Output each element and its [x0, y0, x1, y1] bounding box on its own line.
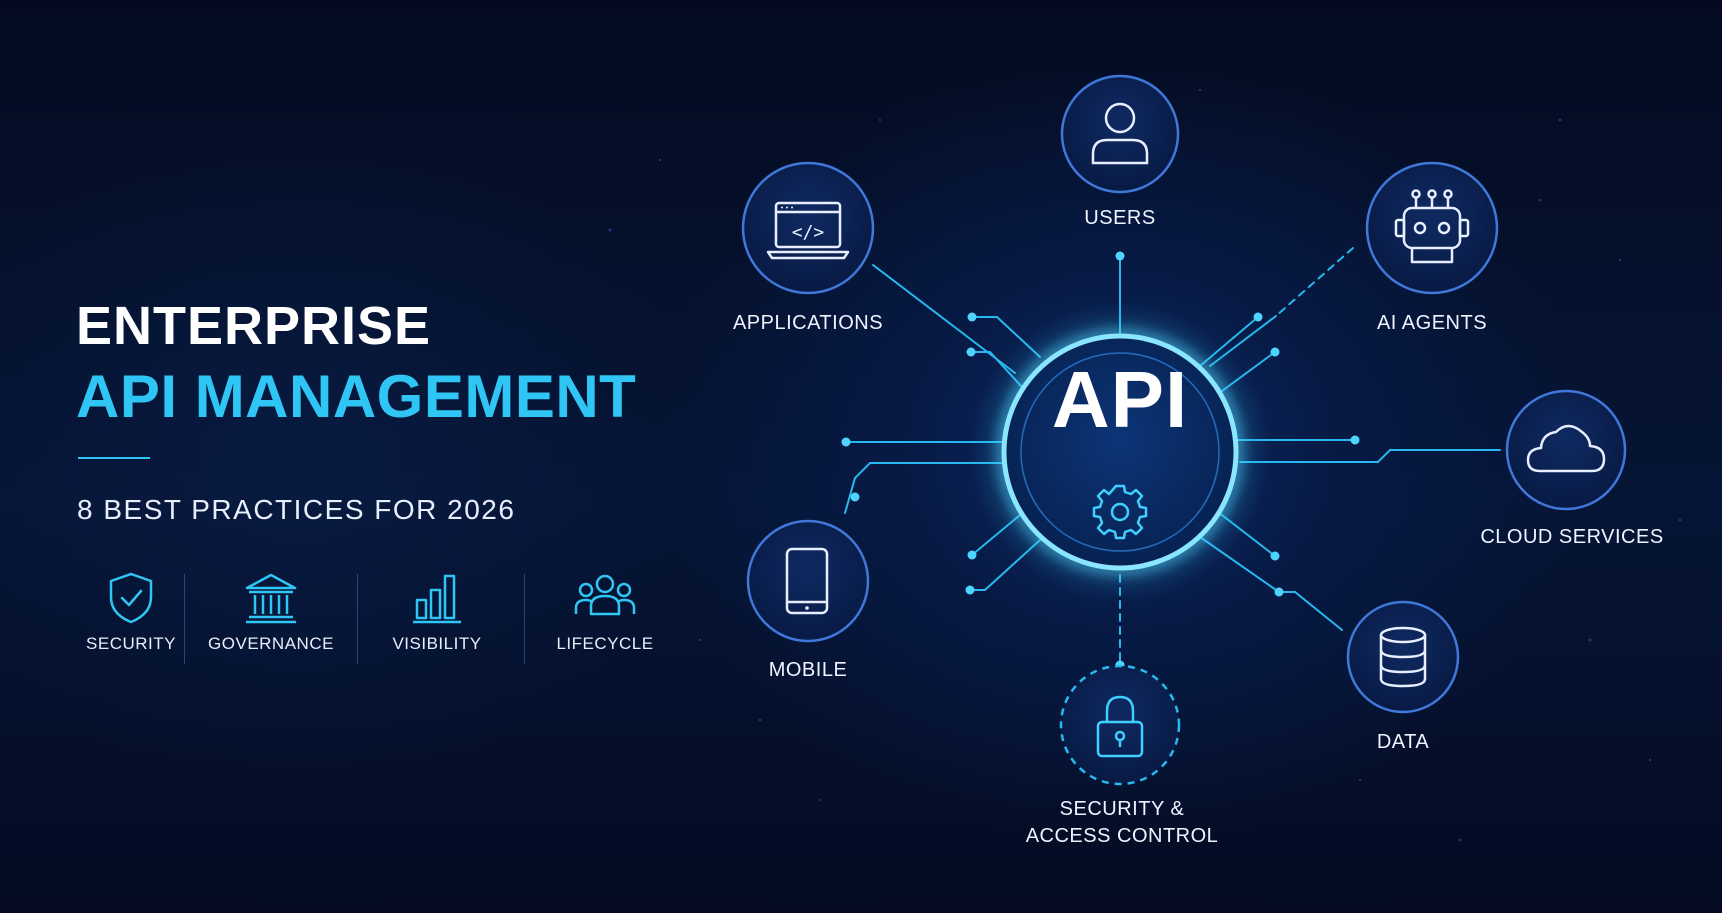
bar-chart-icon	[413, 574, 461, 624]
api-hub	[970, 302, 1270, 602]
pillar-label-security: SECURITY	[86, 634, 176, 653]
mobile-phone-icon	[785, 547, 829, 615]
title-divider	[78, 457, 150, 459]
pillar-visibility: VISIBILITY	[362, 570, 512, 670]
pillar-label-lifecycle: LIFECYCLE	[556, 634, 654, 653]
database-icon	[1379, 626, 1427, 688]
pillar-divider	[357, 574, 358, 664]
shield-check-icon	[109, 572, 153, 624]
building-columns-icon	[245, 573, 297, 624]
node-data	[1346, 600, 1460, 714]
cloud-icon	[1526, 424, 1606, 473]
pillar-lifecycle: LIFECYCLE	[530, 570, 680, 670]
gear-icon	[1092, 484, 1148, 540]
node-applications: </>	[741, 161, 875, 295]
people-group-icon	[574, 574, 636, 616]
title-line-enterprise: ENTERPRISE	[76, 296, 432, 356]
pillar-divider	[184, 574, 185, 664]
node-cloud-services	[1505, 389, 1627, 511]
user-icon	[1091, 102, 1149, 165]
node-label-applications: APPLICATIONS	[732, 312, 884, 334]
node-label-security-access: SECURITY & ACCESS CONTROL	[1026, 796, 1219, 850]
svg-text:</>: </>	[792, 222, 825, 243]
node-label-ai-agents: AI AGENTS	[1376, 312, 1488, 334]
laptop-code-icon: </>	[766, 201, 850, 260]
node-label-security-line2: ACCESS CONTROL	[1025, 825, 1219, 847]
padlock-icon	[1096, 695, 1144, 758]
node-ai-agents	[1365, 161, 1499, 295]
node-security-access	[1059, 664, 1181, 786]
node-label-cloud-services: CLOUD SERVICES	[1480, 526, 1664, 548]
node-label-mobile: MOBILE	[768, 659, 848, 681]
node-label-security-line1: SECURITY &	[1059, 798, 1185, 820]
pillar-security: SECURITY	[56, 570, 206, 670]
connector-dots	[841, 251, 1360, 670]
node-mobile	[746, 519, 870, 643]
background-dots	[608, 88, 1682, 842]
node-users	[1060, 74, 1180, 194]
node-label-data: DATA	[1376, 731, 1430, 753]
pillar-divider	[524, 574, 525, 664]
hub-label: API	[1051, 355, 1189, 444]
subtitle: 8 BEST PRACTICES FOR 2026	[77, 494, 516, 525]
node-label-users: USERS	[1084, 207, 1156, 229]
robot-icon	[1394, 189, 1470, 264]
pillar-label-visibility: VISIBILITY	[392, 634, 482, 653]
pillar-governance: GOVERNANCE	[196, 570, 346, 670]
pillar-label-governance: GOVERNANCE	[208, 634, 334, 653]
title-line-api-management: API MANAGEMENT	[76, 363, 637, 430]
pillars-row: SECURITY GOVERNANCE VISIB	[56, 570, 676, 670]
